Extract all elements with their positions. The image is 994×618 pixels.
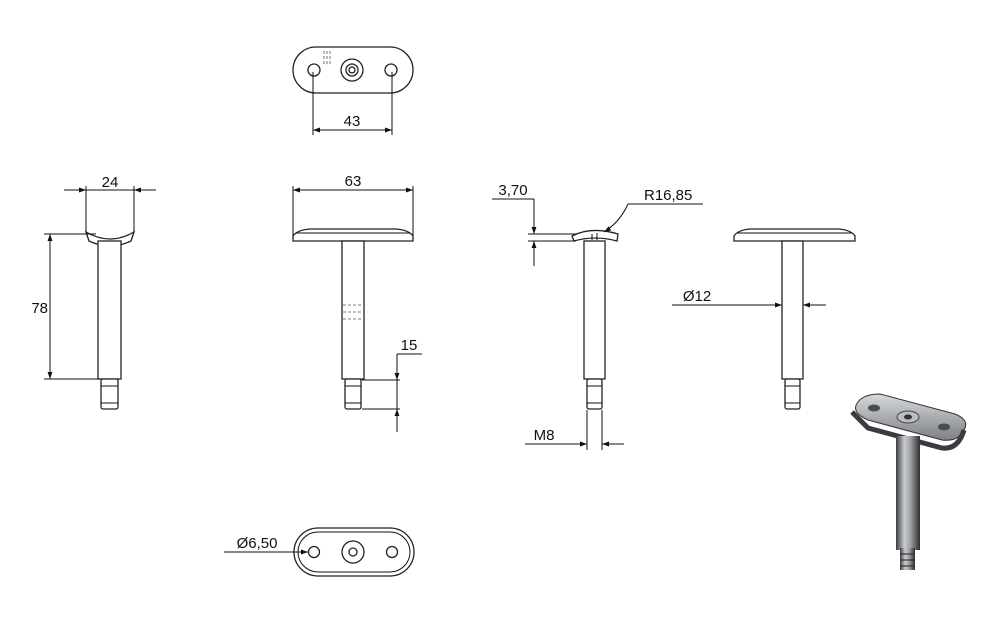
dim-side-height: 78	[31, 300, 48, 317]
product-render	[850, 393, 967, 570]
bottom-view: Ø6,50	[224, 527, 415, 577]
dim-plate-thickness: 3,70	[498, 182, 527, 199]
dim-side-width: 24	[102, 174, 119, 191]
dim-saddle-radius: R16,85	[644, 187, 692, 204]
dim-tube-diameter: Ø12	[683, 288, 711, 305]
top-view: 43	[292, 46, 414, 135]
dim-thread-size: M8	[534, 427, 555, 444]
dim-top-hole-spacing: 43	[344, 113, 361, 130]
front-view: 63 15	[292, 173, 422, 432]
dim-hole-diameter: Ø6,50	[237, 535, 278, 552]
dim-front-width: 63	[345, 173, 362, 190]
dim-thread-length: 15	[401, 337, 418, 354]
saddle-view: 3,70 R16,85 M8	[492, 182, 703, 450]
side-view: 24 78	[31, 174, 156, 410]
right-view: Ø12	[672, 228, 856, 410]
